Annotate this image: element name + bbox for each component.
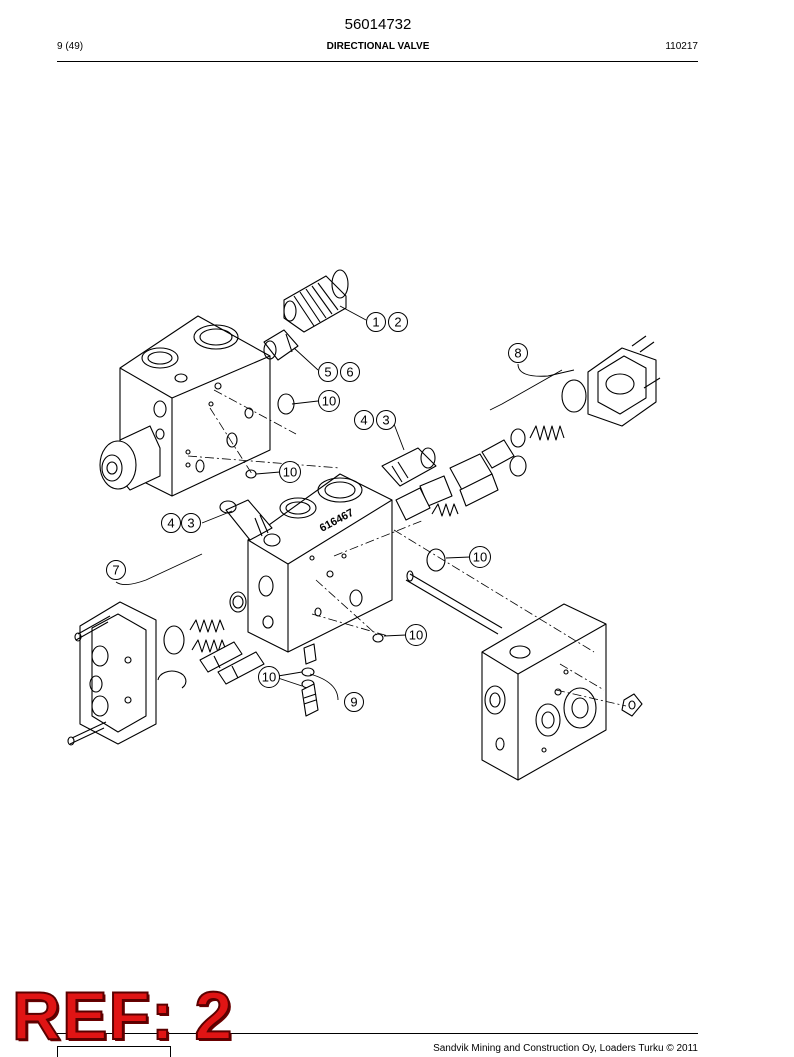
- page-title: DIRECTIONAL VALVE: [326, 41, 430, 52]
- callout-8: 8: [514, 346, 521, 361]
- part-9-components: [301, 643, 319, 717]
- leader-lines: [115, 305, 575, 701]
- tie-rod: [405, 570, 503, 635]
- callout-3-a: 3: [382, 413, 389, 428]
- callout-10-e: 10: [262, 670, 276, 685]
- callout-5: 5: [324, 365, 331, 380]
- header-rule: [57, 61, 698, 62]
- end-cover-8: [587, 335, 661, 427]
- callout-6: 6: [346, 365, 353, 380]
- callout-labels: 1 2 5 6 10 10 4 3 4 3 10 10 10 8 7 9: [112, 315, 521, 710]
- cartridge-4-3-left: [219, 499, 281, 547]
- callout-1: 1: [372, 315, 379, 330]
- end-cover-7: [67, 601, 157, 746]
- date-code: 110217: [665, 41, 698, 52]
- assembly-centerlines: [187, 389, 627, 707]
- cartridge-4-3-right: [381, 447, 437, 487]
- callout-7: 7: [112, 563, 119, 578]
- callout-10-c: 10: [473, 550, 487, 565]
- footer-logo-mark: [57, 1046, 171, 1057]
- cartridge-1-2: [283, 269, 349, 333]
- footer-copyright: Sandvik Mining and Construction Oy, Load…: [433, 1043, 698, 1054]
- callout-10-d: 10: [409, 628, 423, 643]
- callout-9: 9: [350, 695, 357, 710]
- ref-stamp: REF: 2: [11, 978, 234, 1054]
- callout-2: 2: [394, 315, 401, 330]
- upper-valve-block: [99, 315, 271, 497]
- callout-10-a: 10: [322, 394, 336, 409]
- callout-4-a: 4: [360, 413, 367, 428]
- callout-circles: [106, 312, 528, 712]
- callout-3-b: 3: [187, 516, 194, 531]
- lower-spool-parts: [157, 591, 265, 689]
- lower-end-block: [481, 603, 643, 781]
- fitting-5-6: [263, 329, 299, 361]
- document-number: 56014732: [344, 16, 412, 33]
- page-indicator: 9 (49): [57, 41, 84, 52]
- footer-rule: [57, 1033, 698, 1034]
- middle-valve-block: [247, 473, 393, 653]
- spool-assembly: [395, 379, 587, 521]
- callout-4-b: 4: [167, 516, 174, 531]
- callout-10-b: 10: [283, 465, 297, 480]
